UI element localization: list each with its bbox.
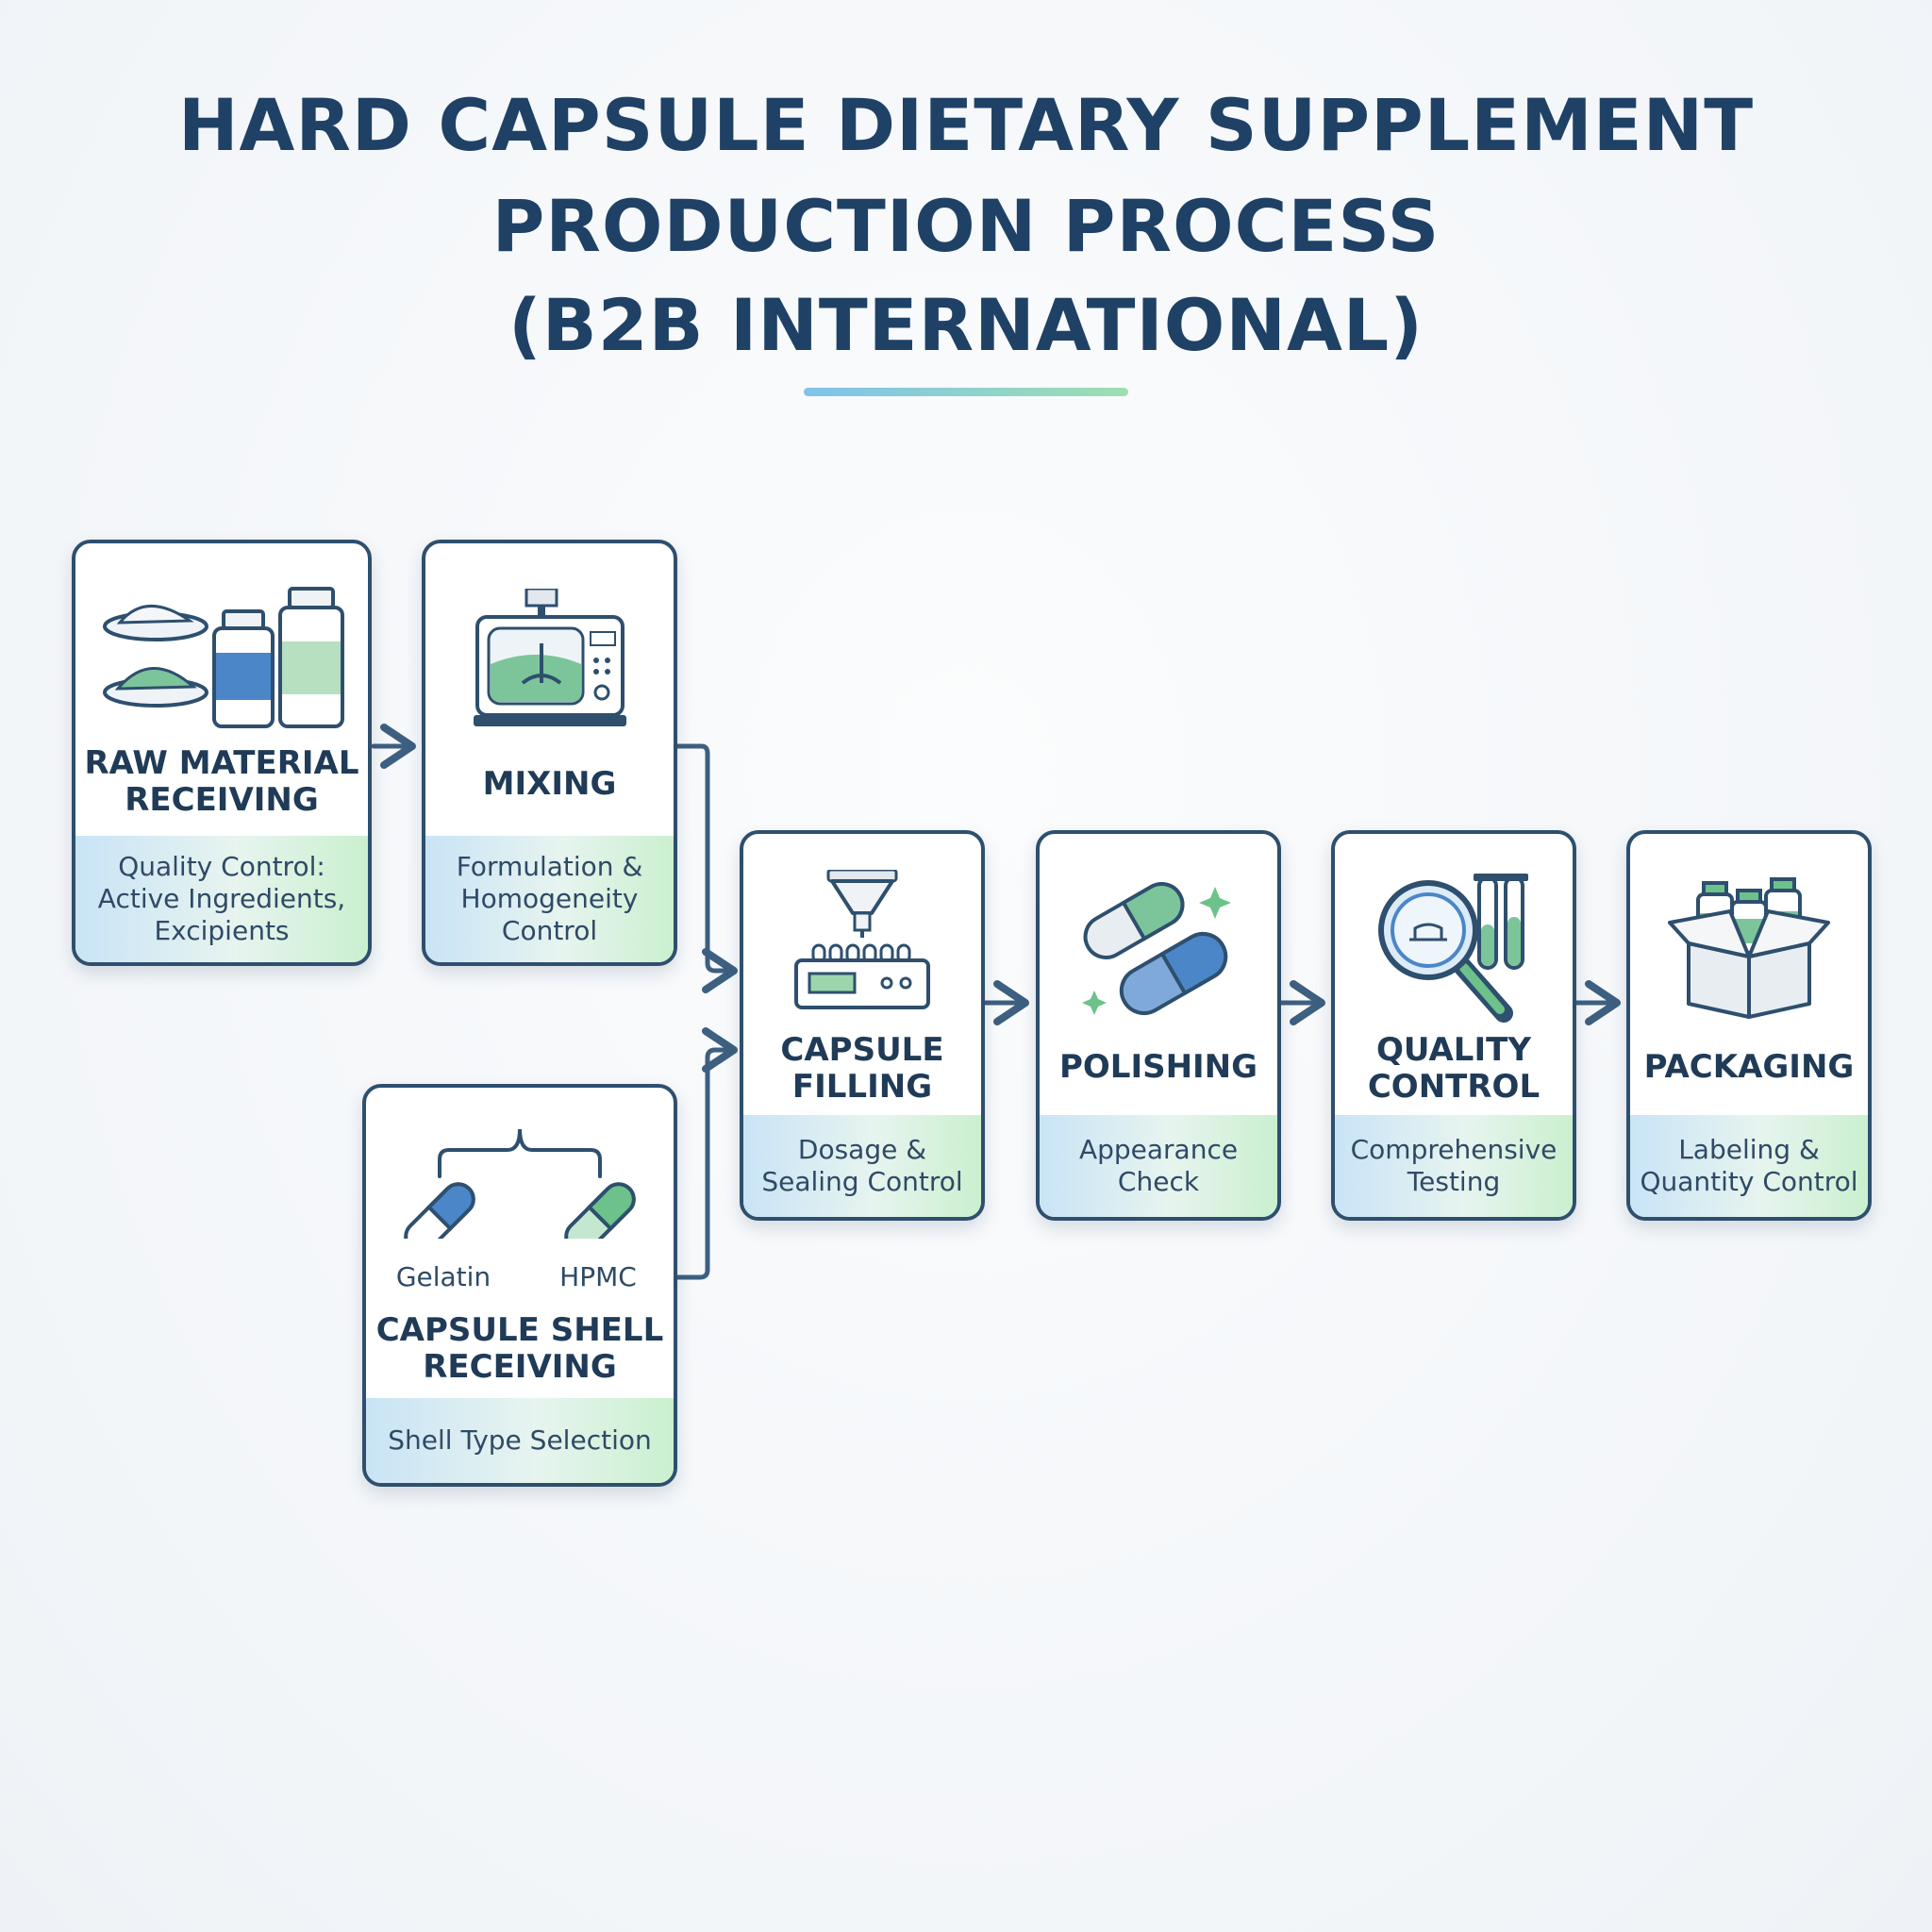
arrow-mixing-to-filling (675, 743, 738, 993)
title-line-1: HARD CAPSULE DIETARY SUPPLEMENT (177, 83, 1755, 167)
powder-and-bottles-icon (75, 581, 368, 732)
shell-option-gelatin: Gelatin (395, 1261, 491, 1292)
capsule-shell-types-icon (366, 1116, 674, 1239)
polished-capsules-icon (1040, 868, 1277, 1028)
step-detail: Dosage & Sealing Control (743, 1115, 981, 1217)
step-detail: Labeling & Quantity Control (1630, 1115, 1868, 1217)
box-with-bottles-icon (1630, 870, 1868, 1021)
title-line-3: (B2B INTERNATIONAL) (508, 283, 1424, 367)
step-title: POLISHING (1058, 1048, 1258, 1086)
mixer-machine-icon (425, 589, 674, 730)
filling-machine-icon (743, 870, 981, 1011)
step-title: RAW MATERIAL RECEIVING (84, 744, 359, 819)
step-capsule-filling[interactable]: CAPSULE FILLING Dosage & Sealing Control (740, 830, 985, 1221)
magnifier-test-tubes-icon (1335, 872, 1573, 1023)
step-title: QUALITY CONTROL (1367, 1031, 1541, 1106)
step-detail: Appearance Check (1040, 1115, 1277, 1217)
step-detail: Formulation & Homogeneity Control (425, 836, 674, 962)
step-title: CAPSULE SHELL RECEIVING (375, 1311, 664, 1386)
step-title: CAPSULE FILLING (780, 1031, 944, 1106)
step-detail: Quality Control: Active Ingredients, Exc… (75, 836, 368, 962)
title-line-2: PRODUCTION PROCESS (491, 184, 1441, 268)
step-quality-control[interactable]: QUALITY CONTROL Comprehensive Testing (1331, 830, 1576, 1221)
step-mixing[interactable]: MIXING Formulation & Homogeneity Control (422, 540, 677, 966)
step-title: MIXING (482, 765, 617, 803)
step-title: PACKAGING (1643, 1048, 1855, 1086)
shell-option-hpmc: HPMC (559, 1261, 637, 1292)
title-underline (804, 388, 1128, 396)
step-detail: Shell Type Selection (366, 1398, 674, 1483)
step-packaging[interactable]: PACKAGING Labeling & Quantity Control (1626, 830, 1872, 1221)
step-raw-material-receiving[interactable]: RAW MATERIAL RECEIVING Quality Control: … (72, 540, 372, 966)
arrow-shell-to-filling (675, 1027, 738, 1280)
step-detail: Comprehensive Testing (1335, 1115, 1573, 1217)
step-polishing[interactable]: POLISHING Appearance Check (1036, 830, 1281, 1221)
step-capsule-shell-receiving[interactable]: Gelatin HPMC CAPSULE SHELL RECEIVING She… (362, 1084, 677, 1487)
